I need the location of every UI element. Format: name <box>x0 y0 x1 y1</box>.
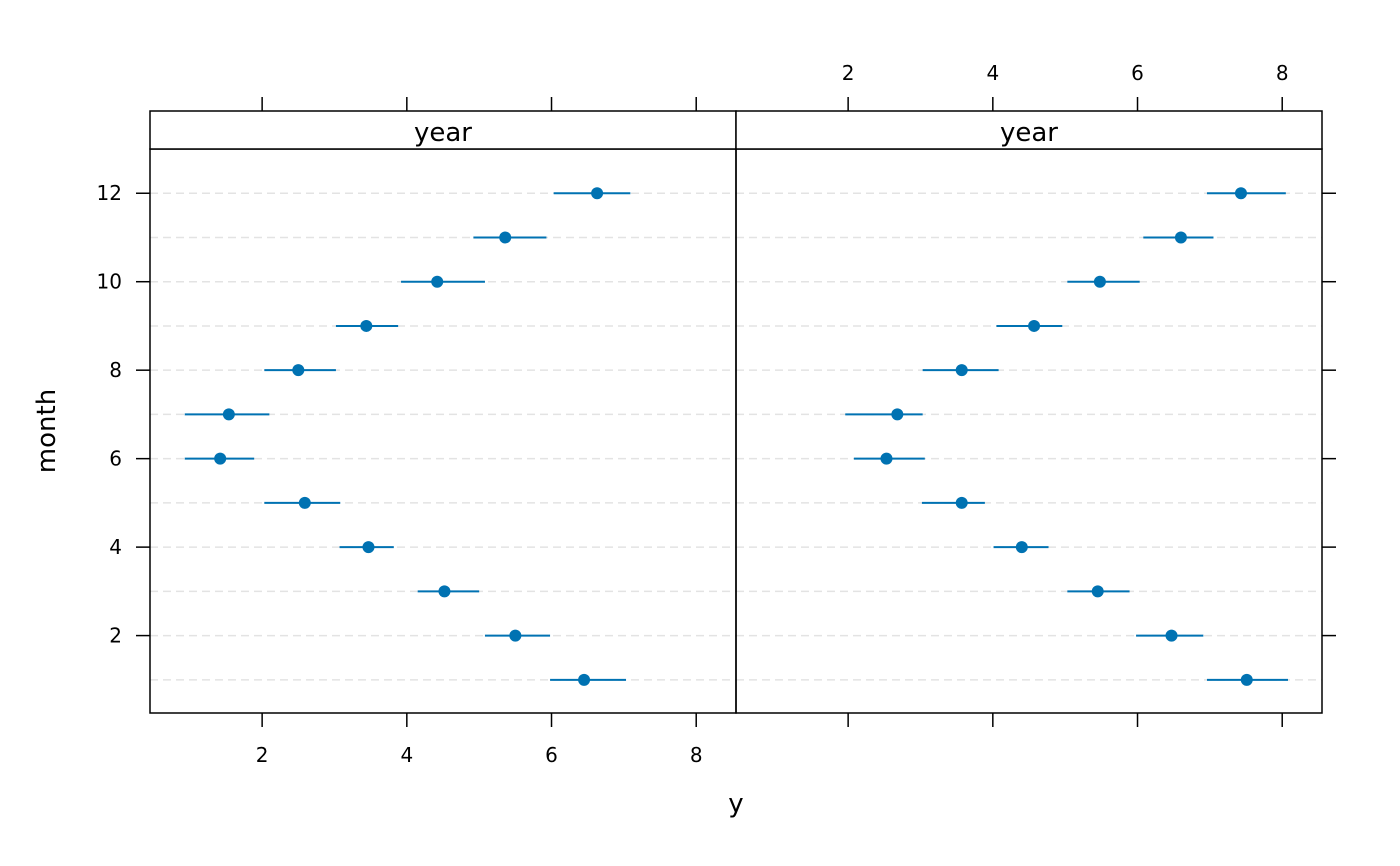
x-tick-label-top: 6 <box>1131 61 1144 85</box>
panel-frame <box>735 148 1323 714</box>
strip-label: year <box>1000 118 1058 148</box>
axes-layer: 2 4 6 8 2 4 6 8 10 12 2 4 6 8 <box>97 61 1336 767</box>
data-point <box>431 275 444 288</box>
strip-label: year <box>414 118 472 148</box>
data-point <box>1091 585 1104 598</box>
data-point <box>509 629 522 642</box>
x-tick-label-bottom: 4 <box>400 743 413 767</box>
data-point <box>955 496 968 509</box>
data-point <box>1028 319 1041 332</box>
data-point <box>578 673 591 686</box>
data-point <box>360 319 373 332</box>
y-axis-title: month <box>32 389 62 473</box>
x-axis-title: y <box>728 789 743 819</box>
data-point <box>298 496 311 509</box>
y-tick-label: 6 <box>109 447 122 471</box>
y-tick-label: 10 <box>97 270 122 294</box>
x-tick-label-top: 2 <box>842 61 855 85</box>
y-tick-label: 12 <box>97 181 122 205</box>
data-point <box>1015 541 1028 554</box>
x-tick-label-bottom: 8 <box>690 743 703 767</box>
y-tick-label: 2 <box>109 624 122 648</box>
panel-strip <box>735 110 1323 150</box>
data-point <box>362 541 375 554</box>
data-point <box>955 364 968 377</box>
x-tick-label-top: 8 <box>1276 61 1289 85</box>
data-point <box>1093 275 1106 288</box>
data-point <box>591 187 604 200</box>
data-point <box>1174 231 1187 244</box>
data-point <box>891 408 904 421</box>
data-point <box>1234 187 1247 200</box>
x-tick-label-bottom: 2 <box>256 743 269 767</box>
data-point <box>438 585 451 598</box>
marks-layer <box>184 187 1288 686</box>
panel-frame <box>149 148 737 714</box>
data-point <box>292 364 305 377</box>
frame-layer: year year <box>149 110 1323 714</box>
y-tick-label: 4 <box>109 535 122 559</box>
x-tick-label-top: 4 <box>986 61 999 85</box>
data-point <box>1165 629 1178 642</box>
data-point <box>880 452 893 465</box>
data-point <box>1240 673 1253 686</box>
panel-strip <box>149 110 737 150</box>
x-tick-label-bottom: 6 <box>545 743 558 767</box>
data-point <box>222 408 235 421</box>
y-tick-label: 8 <box>109 358 122 382</box>
data-point <box>499 231 512 244</box>
data-point <box>214 452 227 465</box>
